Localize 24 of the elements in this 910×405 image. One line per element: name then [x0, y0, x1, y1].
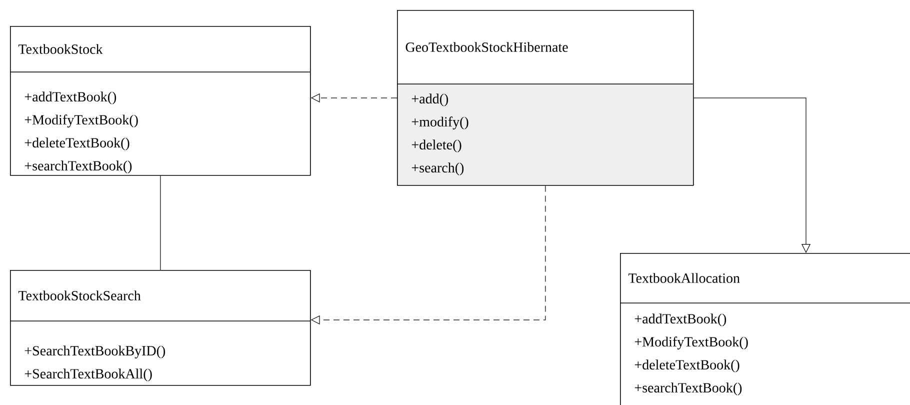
class-box	[10, 26, 311, 176]
class-name: TextbookStock	[18, 44, 103, 54]
class-name: TextbookStockSearch	[18, 290, 141, 300]
method-name: +ModifyTextBook()	[24, 114, 138, 128]
arrow	[694, 98, 811, 253]
class-name: GeoTextbookStockHibernate	[406, 42, 568, 52]
method-name: +searchTextBook()	[634, 382, 742, 396]
method-name: +modify()	[412, 116, 468, 130]
connector-line	[160, 176, 161, 270]
class-box	[396, 10, 694, 186]
method-name: +deleteTextBook()	[634, 360, 740, 372]
method-name: +addTextBook()	[634, 314, 726, 326]
method-name: +delete()	[412, 140, 462, 152]
method-name: +add()	[412, 94, 448, 106]
class-box	[620, 253, 910, 405]
method-name: +addTextBook()	[24, 92, 116, 104]
class-box	[10, 270, 311, 386]
method-name: +deleteTextBook()	[24, 138, 130, 150]
method-name: +ModifyTextBook()	[634, 336, 748, 350]
method-name: +searchTextBook()	[24, 160, 132, 174]
method-name: +search()	[412, 162, 464, 176]
class-name: TextbookAllocation	[628, 273, 740, 283]
method-name: +SearchTextBookAll()	[24, 368, 152, 382]
method-name: +SearchTextBookByID()	[24, 346, 166, 358]
